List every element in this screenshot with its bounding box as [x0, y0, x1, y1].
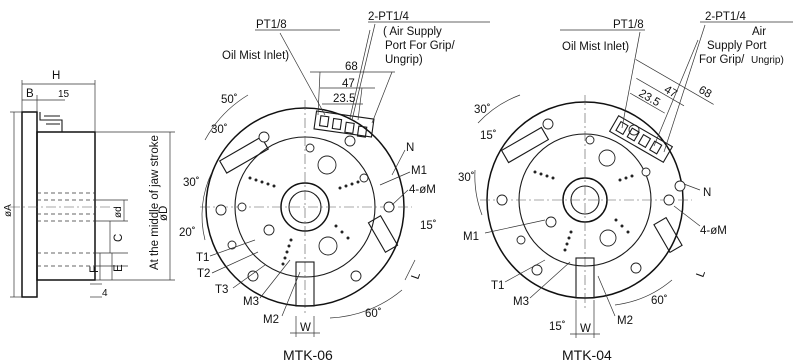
- mtk04-dim-47: 47: [662, 84, 679, 101]
- dim-C: C: [113, 234, 125, 242]
- mtk06-angle-15: 15˚: [420, 220, 437, 232]
- dim-B-value: 15: [58, 89, 70, 100]
- mtk04-label-W: W: [580, 323, 591, 335]
- mtk06-angle-20: 20˚: [179, 227, 196, 239]
- mtk06-dim-235: 23.5: [333, 93, 355, 105]
- mtk06-air-1: ( Air Supply: [383, 26, 442, 38]
- mtk06-pt18: PT1/8: [256, 19, 287, 31]
- dim-D-note: At the middle of jaw stroke: [149, 135, 161, 270]
- mtk06-angle-30b: 30˚: [183, 177, 200, 189]
- mtk04-air-2: Supply Port: [707, 40, 767, 52]
- mtk06-angle-30a: 30˚: [211, 124, 228, 136]
- mtk-04-view: PT1/8 2-PT1/4 Oil Mist Inlet) Air Supply…: [458, 11, 793, 363]
- mtk06-slot-right: [367, 215, 399, 253]
- mtk06-label-T3: T3: [215, 284, 228, 296]
- mtk04-label-M3: M3: [513, 296, 529, 308]
- mtk06-label-M: 4-øM: [409, 184, 436, 196]
- mtk06-label-T1: T1: [196, 252, 209, 264]
- dim-H: H: [52, 70, 60, 82]
- mtk04-angle-30a: 30˚: [474, 104, 491, 116]
- mtk06-label-L: L: [410, 270, 424, 281]
- mtk-06-view: PT1/8 2-PT1/4 Oil Mist Inlet) ( Air Supp…: [179, 11, 490, 363]
- dim-foot: 4: [102, 288, 108, 299]
- mtk04-label-M1: M1: [463, 231, 479, 243]
- dim-B: B: [26, 88, 34, 100]
- mtk04-angle-60: 60˚: [651, 295, 668, 307]
- mtk04-pt18: PT1/8: [613, 19, 644, 31]
- mtk04-label-N: N: [703, 187, 711, 199]
- mtk04-label-T1: T1: [491, 280, 504, 292]
- dim-A: øA: [3, 204, 14, 217]
- mtk04-dim-68: 68: [696, 84, 713, 101]
- mtk06-label-N: N: [406, 142, 414, 154]
- dim-D: øD: [158, 206, 170, 221]
- mtk06-air-2: Port For Grip/: [385, 40, 455, 52]
- mtk04-label-M2: M2: [617, 315, 633, 327]
- mtk04-caption: MTK-04: [562, 347, 612, 363]
- mtk04-air-3: For Grip/: [699, 54, 745, 66]
- mtk06-port-block: [313, 110, 375, 138]
- mtk06-angle-50: 50˚: [221, 94, 238, 106]
- side-jaw: [39, 112, 63, 132]
- mtk04-label-M: 4-øM: [700, 225, 727, 237]
- side-flange: [21, 111, 38, 298]
- mtk04-dot-rows: [533, 170, 634, 252]
- mtk04-angle-30b: 30˚: [458, 172, 475, 184]
- mtk04-air-3b: Ungrip): [751, 55, 784, 66]
- mtk04-oil-inlet: Oil Mist Inlet): [562, 41, 629, 53]
- mtk04-pt14: 2-PT1/4: [705, 11, 747, 23]
- dim-E: E: [113, 264, 125, 272]
- mtk06-label-M1: M1: [411, 165, 427, 177]
- side-body: [36, 131, 96, 281]
- mtk06-caption: MTK-06: [283, 347, 333, 363]
- mtk06-label-M2: M2: [263, 314, 279, 326]
- mtk06-slot-bottom: [295, 261, 315, 307]
- mtk04-angle-15a: 15˚: [480, 130, 497, 142]
- mtk06-dim-47: 47: [342, 78, 355, 90]
- dim-d: ød: [113, 206, 124, 218]
- mtk06-dim-68: 68: [345, 61, 358, 73]
- mtk04-angle-15b: 15˚: [549, 321, 566, 333]
- mtk06-label-W: W: [300, 322, 311, 334]
- mtk06-angle-60: 60˚: [365, 308, 382, 320]
- mtk06-oil-inlet: Oil Mist Inlet): [222, 50, 289, 62]
- mtk04-label-L: L: [695, 268, 709, 279]
- mtk04-slot-bottom: [575, 257, 595, 299]
- mtk04-air-1: Air: [752, 26, 766, 38]
- mtk06-dot-rows: [248, 176, 360, 266]
- mtk04-slot-right: [653, 216, 683, 254]
- dim-F: F: [89, 266, 101, 273]
- mtk04-slot-upper-left: [500, 126, 550, 164]
- mtk06-label-T2: T2: [197, 268, 210, 280]
- mtk06-slot-upper-left: [218, 136, 270, 174]
- side-view: H B 15 øA At the middle of jaw stroke øD…: [3, 70, 175, 299]
- mtk04-port-block: [608, 114, 674, 164]
- mtk06-pt14: 2-PT1/4: [368, 11, 410, 23]
- mtk06-label-M3: M3: [243, 296, 259, 308]
- mtk06-air-3: Ungrip): [385, 54, 423, 66]
